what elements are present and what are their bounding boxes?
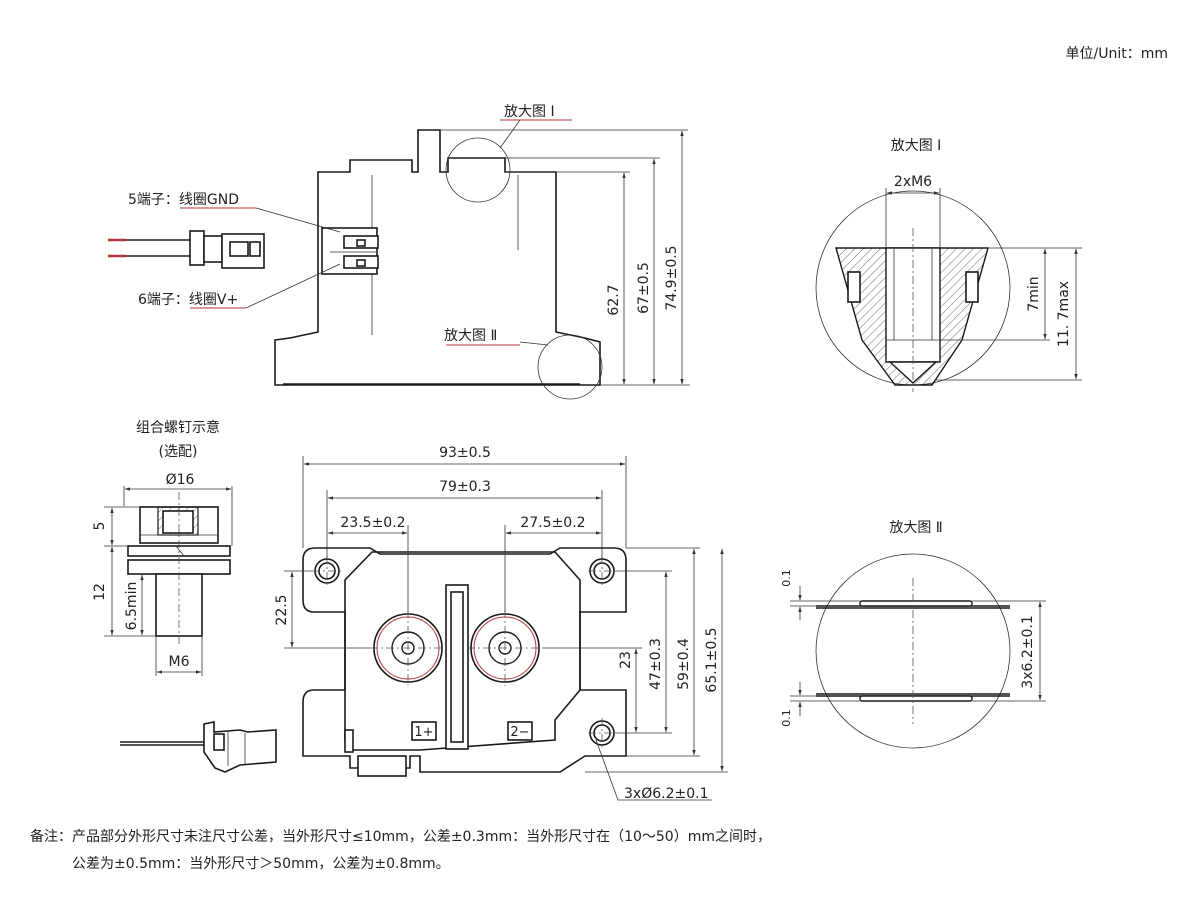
detail2-title: 放大图 Ⅱ	[889, 520, 942, 536]
dim-m6: M6	[169, 654, 190, 670]
dim-12: 12	[92, 583, 108, 601]
dim-67: 67±0.5	[636, 262, 652, 314]
zoom1-callout: 放大图 Ⅰ	[504, 104, 555, 120]
dim-0-1-bottom: 0.1	[780, 709, 793, 727]
dim-62-7: 62.7	[606, 284, 622, 315]
dim-59: 59±0.4	[676, 638, 692, 690]
dim-65-1: 65.1±0.5	[704, 627, 720, 692]
screw-title: 组合螺钉示意	[136, 419, 220, 436]
dim-0-1-top: 0.1	[780, 569, 793, 587]
dim-washer: 3x6.2±0.1	[1020, 615, 1036, 688]
coil-wire-connector	[108, 230, 265, 269]
note-line-1: 备注：产品部分外形尺寸未注尺寸公差，当外形尺寸≤10mm，公差±0.3mm：当外…	[30, 829, 771, 845]
dim-23: 23	[618, 651, 634, 669]
dim-27-5: 27.5±0.2	[520, 515, 585, 531]
unit-label: 单位/Unit：mm	[1066, 46, 1169, 62]
dim-2xm6: 2xM6	[894, 174, 932, 190]
dim-93: 93±0.5	[439, 445, 491, 461]
detail1-title: 放大图 Ⅰ	[891, 138, 942, 154]
dim-5: 5	[92, 522, 108, 531]
front-view: 1+ 2−	[302, 547, 627, 777]
connector-side-sketch	[120, 721, 277, 773]
terminal6-label: 6端子：线圈V+	[138, 292, 238, 308]
dim-79: 79±0.3	[439, 479, 491, 495]
dim-7min: 7min	[1026, 276, 1042, 311]
dim-11-7max: 11. 7max	[1056, 281, 1072, 347]
terminal5-label: 5端子：线圈GND	[128, 192, 239, 208]
dim-holes: 3xØ6.2±0.1	[624, 786, 708, 802]
dim-74-9: 74.9±0.5	[664, 245, 680, 310]
detail-2: 放大图 Ⅱ 0.1 0.1 3x6.2±0.1	[780, 520, 1046, 749]
side-view	[274, 129, 601, 386]
screw-subtitle: (选配)	[159, 444, 198, 460]
zoom2-callout: 放大图 Ⅱ	[444, 328, 497, 344]
terminal-plus-label: 1+	[414, 725, 433, 740]
dim-47: 47±0.3	[648, 638, 664, 690]
combination-screw: 组合螺钉示意 (选配) Ø16 5 12 6.5min M6	[92, 419, 233, 676]
dim-d16: Ø16	[166, 472, 195, 488]
note-line-2: 公差为±0.5mm：当外形尺寸＞50mm，公差为±0.8mm。	[72, 856, 450, 872]
dim-6-5min: 6.5min	[124, 582, 140, 631]
terminal-minus-label: 2−	[510, 725, 529, 740]
dim-23-5: 23.5±0.2	[340, 515, 405, 531]
detail-1: 放大图 Ⅰ 2xM6 7min 11. 7max	[815, 138, 1082, 392]
dim-22-5: 22.5	[274, 594, 290, 625]
